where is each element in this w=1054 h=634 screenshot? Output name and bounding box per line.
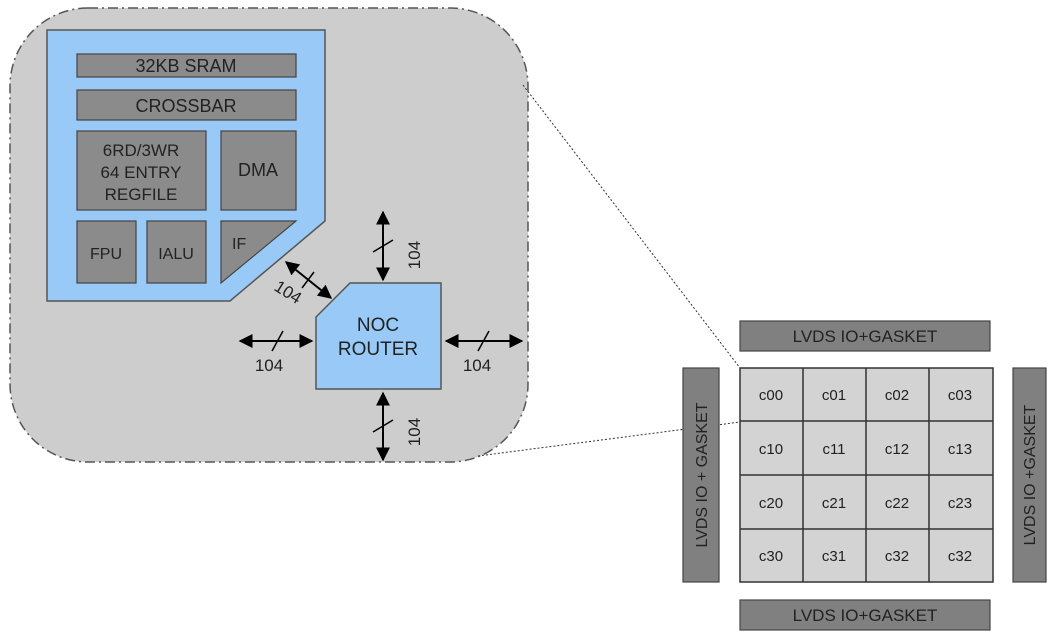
- sram-block: 32KB SRAM: [76, 53, 297, 78]
- link-east: 104: [444, 330, 524, 375]
- crossbar-block: CROSSBAR: [76, 89, 297, 121]
- io-top-label: LVDS IO+GASKET: [793, 327, 938, 346]
- regfile-line-1: 6RD/3WR: [103, 141, 180, 160]
- cell-c33: c32: [948, 548, 972, 565]
- router-label-2: ROUTER: [338, 339, 418, 360]
- cell-c01: c01: [822, 387, 846, 404]
- link-south: 104: [372, 391, 424, 462]
- regfile-line-3: REGFILE: [105, 185, 178, 204]
- io-bottom: LVDS IO+GASKET: [739, 599, 991, 631]
- io-top: LVDS IO+GASKET: [739, 320, 991, 352]
- cell-c13: c13: [948, 441, 972, 458]
- cell-c10: c10: [759, 441, 783, 458]
- cell-c31: c31: [822, 548, 846, 565]
- fpu-block: FPU: [76, 220, 137, 284]
- link-east-label: 104: [463, 356, 491, 375]
- cell-c21: c21: [822, 495, 846, 512]
- link-north: 104: [372, 210, 424, 282]
- fpu-label: FPU: [90, 246, 122, 263]
- cell-c11: c11: [822, 441, 845, 458]
- io-right-label: LVDS IO +GASKET: [1022, 404, 1039, 545]
- dma-label: DMA: [238, 160, 278, 180]
- regfile-block: 6RD/3WR 64 ENTRY REGFILE: [76, 130, 207, 211]
- link-north-label: 104: [405, 241, 424, 269]
- crossbar-label: CROSSBAR: [135, 96, 236, 116]
- if-block: IF: [220, 220, 298, 285]
- cell-c03: c03: [948, 387, 972, 404]
- cell-c32: c32: [885, 548, 909, 565]
- regfile-line-2: 64 ENTRY: [101, 163, 182, 182]
- ialu-label: IALU: [158, 246, 194, 263]
- router-label-1: NOC: [357, 315, 399, 336]
- io-left: LVDS IO + GASKET: [682, 367, 720, 583]
- ialu-block: IALU: [146, 220, 207, 284]
- link-west: 104: [238, 330, 314, 375]
- cell-c22: c22: [885, 495, 909, 512]
- io-left-label: LVDS IO + GASKET: [694, 402, 711, 547]
- cell-c12: c12: [885, 441, 909, 458]
- link-south-label: 104: [405, 418, 424, 446]
- cell-c30: c30: [759, 548, 783, 565]
- cell-c00: c00: [759, 387, 783, 404]
- link-west-label: 104: [255, 356, 283, 375]
- sram-label: 32KB SRAM: [135, 56, 236, 76]
- zoom-line-top: [522, 84, 741, 369]
- core-grid: c00 c01 c02 c03 c10 c11 c12 c13 c20 c21 …: [739, 367, 994, 583]
- io-right: LVDS IO +GASKET: [1012, 367, 1047, 583]
- cell-c02: c02: [885, 387, 909, 404]
- io-bottom-label: LVDS IO+GASKET: [793, 606, 938, 625]
- noc-router: NOC ROUTER: [315, 282, 442, 390]
- cell-c20: c20: [759, 495, 783, 512]
- cell-c23: c23: [948, 495, 972, 512]
- dma-block: DMA: [220, 130, 297, 211]
- if-label: IF: [232, 236, 246, 253]
